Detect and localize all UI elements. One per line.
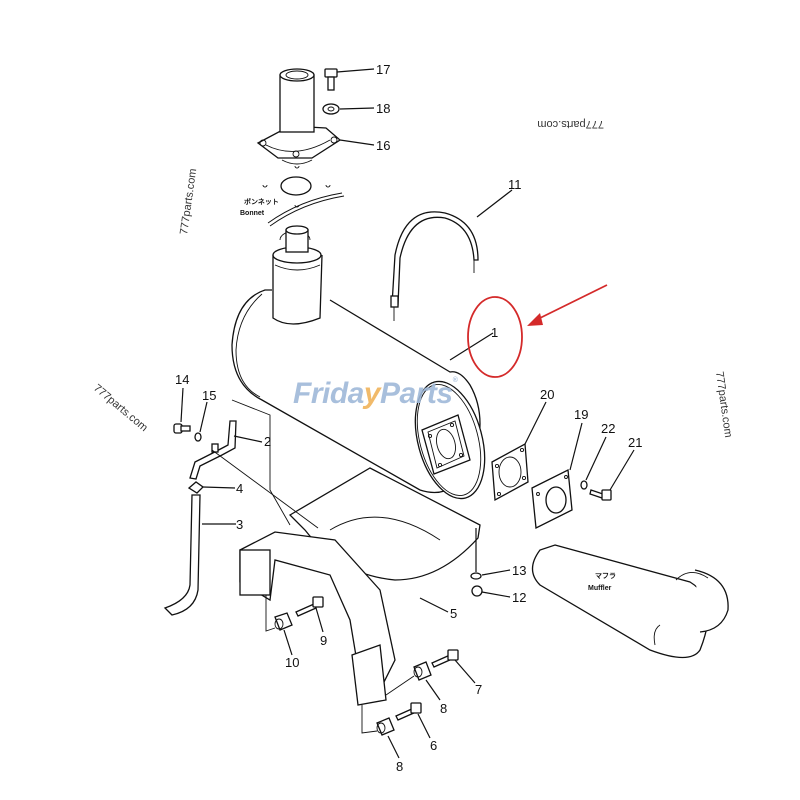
callout-20: 20 xyxy=(540,387,554,402)
brand-text-2: Parts xyxy=(380,377,453,410)
spacer-part-8a[interactable] xyxy=(413,661,432,681)
leader-22 xyxy=(585,436,607,481)
bracket-part-5[interactable] xyxy=(239,467,481,706)
callout-17: 17 xyxy=(376,62,390,77)
callout-10: 10 xyxy=(285,655,299,670)
callout-22: 22 xyxy=(601,421,615,436)
callout-18: 18 xyxy=(376,101,390,116)
highlight-annotation xyxy=(467,284,608,378)
callout-8b: 8 xyxy=(396,759,403,774)
muffler-cylinder[interactable] xyxy=(531,544,729,659)
exhaust-stack-part-16[interactable] xyxy=(256,68,342,165)
routing-line xyxy=(231,399,291,526)
leader-5 xyxy=(419,597,449,613)
gasket-part-20[interactable] xyxy=(491,442,529,502)
routing-line-2 xyxy=(211,449,319,529)
highlight-ellipse xyxy=(467,296,523,378)
watermark-left-vertical: 777parts.com xyxy=(178,168,199,236)
callout-3: 3 xyxy=(236,517,243,532)
fridayparts-logo: FridayParts® xyxy=(293,377,458,411)
leader-13 xyxy=(481,569,511,576)
callout-21: 21 xyxy=(628,435,642,450)
leader-10 xyxy=(283,629,293,656)
leader-11 xyxy=(476,189,513,218)
callout-8a: 8 xyxy=(440,701,447,716)
leader-7 xyxy=(454,659,476,684)
red-arrow-shaft xyxy=(535,284,608,321)
callout-13: 13 xyxy=(512,563,526,578)
leader-bracket-8a xyxy=(385,675,415,696)
brand-text-1: Frida xyxy=(293,377,364,410)
callout-7: 7 xyxy=(475,682,482,697)
callout-2: 2 xyxy=(264,434,271,449)
bolt-part-17[interactable] xyxy=(324,68,338,91)
leader-19 xyxy=(569,422,583,471)
leader-9 xyxy=(315,607,324,633)
leader-15 xyxy=(199,401,208,433)
leader-2 xyxy=(233,435,263,443)
washer-part-18[interactable] xyxy=(322,103,340,115)
bolt-part-6[interactable] xyxy=(395,702,422,721)
callout-16: 16 xyxy=(376,138,390,153)
callout-4: 4 xyxy=(236,481,243,496)
watermark-left-diagonal: 777parts.com xyxy=(91,382,150,434)
bolt-part-14[interactable] xyxy=(173,423,191,434)
leader-16 xyxy=(339,139,375,146)
callout-12: 12 xyxy=(512,590,526,605)
watermark-top-right: 777parts.com xyxy=(537,118,604,130)
leader-bracket-8b xyxy=(361,705,378,734)
spacer-part-8b[interactable] xyxy=(376,717,395,736)
leader-17 xyxy=(336,68,375,73)
leader-12 xyxy=(481,591,511,598)
bolt-part-21[interactable] xyxy=(589,489,612,501)
leader-8b xyxy=(387,735,400,759)
brand-registered-mark: ® xyxy=(452,377,458,384)
washer-part-15[interactable] xyxy=(194,432,202,442)
bolt-part-9[interactable] xyxy=(295,596,324,617)
flange-part-19[interactable] xyxy=(531,468,573,530)
leader-20 xyxy=(524,401,547,445)
leader-bracket-10 xyxy=(265,595,276,632)
leader-1 xyxy=(449,332,494,361)
pipe-part-3[interactable] xyxy=(163,494,201,616)
bonnet-label-en: Bonnet xyxy=(240,210,265,217)
watermark-right-vertical: 777parts.com xyxy=(713,371,734,439)
callout-11: 11 xyxy=(508,177,522,192)
bonnet-gasket xyxy=(262,165,345,241)
callout-5: 5 xyxy=(450,606,457,621)
leader-4 xyxy=(202,486,236,489)
nut-part-13[interactable] xyxy=(470,572,482,580)
muffler-label-jp: マフラ xyxy=(595,572,616,580)
callout-1: 1 xyxy=(491,325,498,340)
muffler-part-1[interactable] xyxy=(231,225,496,506)
leader-18 xyxy=(339,107,375,110)
leader-6 xyxy=(417,713,431,739)
leader-14 xyxy=(180,387,184,423)
callout-19: 19 xyxy=(574,407,588,422)
callout-9: 9 xyxy=(320,633,327,648)
red-arrow-head-icon xyxy=(527,313,543,326)
leader-8a xyxy=(425,679,441,701)
band-part-11[interactable] xyxy=(390,211,479,321)
leader-21 xyxy=(609,449,635,491)
muffler-label-en: Muffler xyxy=(588,585,612,592)
bolt-part-7[interactable] xyxy=(431,649,459,668)
brand-text-y: y xyxy=(363,377,381,410)
callout-6: 6 xyxy=(430,738,437,753)
washer-part-22[interactable] xyxy=(580,480,588,490)
nut-part-12[interactable] xyxy=(471,585,483,597)
tube-part-2[interactable] xyxy=(189,420,237,480)
callout-15: 15 xyxy=(202,388,216,403)
bonnet-label-jp: ボンネット xyxy=(244,197,279,206)
spacer-part-10[interactable] xyxy=(274,612,293,631)
clamp-part-4[interactable] xyxy=(187,481,205,494)
callout-14: 14 xyxy=(175,372,189,387)
